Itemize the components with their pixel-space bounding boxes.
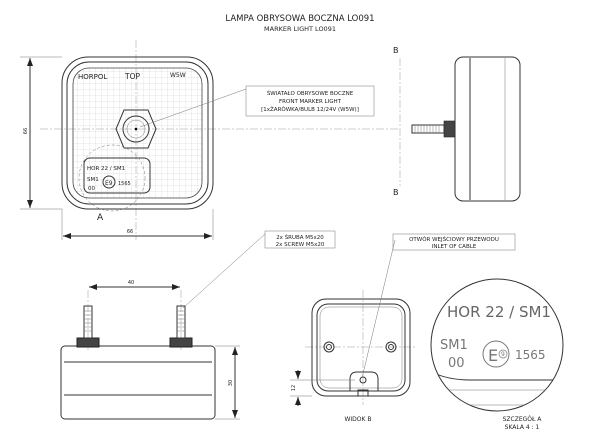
detail-plate-type: SM1 [440, 338, 468, 353]
screw-callout: 2x ŚRUBA M5x20 2x SCREW M5x20 [182, 230, 336, 309]
drawing-title: LAMPA OBRYSOWA BOCZNA LO091 [225, 14, 374, 24]
brand-mark: HORPOL [78, 73, 107, 81]
dim-body-height: 30 [228, 380, 234, 386]
plate-rev: 00 [88, 186, 95, 192]
detail-plate-code: HOR 22 / SM1 [447, 303, 551, 321]
detail-a-scale: SKALA 4 : 1 [505, 424, 540, 431]
cable-inlet [349, 371, 379, 391]
callout-text: INLET OF CABLE [432, 244, 477, 250]
dim-width-66: 66 [127, 229, 133, 235]
bottom-view: 40 30 [60, 280, 240, 420]
detail-a-label: SZCZEGÓŁ A [503, 416, 543, 423]
detail-approval-e: E [488, 346, 498, 365]
side-view: B B [393, 46, 521, 202]
callout-text: 2x SCREW M5x20 [276, 242, 325, 248]
detail-a: HOR 22 / SM1 SM1 00 E 9 1565 SZCZEGÓŁ A … [430, 278, 564, 431]
callout-text: [1xŻARÓWKA/BULB 12/24V (W5W)] [261, 106, 359, 113]
detail-approval-9: 9 [501, 351, 505, 358]
plate-number: 1565 [118, 181, 131, 187]
inlet-callout: OTWÓR WEJŚCIOWY PRZEWODU INLET OF CABLE [361, 233, 516, 379]
callout-text: ŚWIATAŁO OBRYSOWE BOCZNE [267, 90, 354, 97]
plate-approval: E9 [105, 180, 113, 187]
section-marker-top: B [393, 46, 399, 55]
bulb-mark: W5W [170, 72, 186, 79]
callout-text: 2x ŚRUBA M5x20 [276, 234, 324, 241]
plate-type: SM1 [87, 177, 99, 183]
detail-plate-rev: 00 [448, 356, 465, 371]
view-b: 12 WIDOK B [290, 290, 415, 423]
detail-plate-number: 1565 [515, 348, 546, 362]
bulb-nut-icon [115, 109, 157, 149]
callout-text: FRONT MARKER LIGHT [279, 99, 342, 105]
plate-code: HOR 22 / SM1 [87, 166, 125, 172]
dim-screw-spacing: 40 [128, 280, 134, 286]
dim-inlet-12: 12 [291, 385, 297, 391]
drawing-subtitle: MARKER LIGHT LO091 [264, 25, 336, 33]
detail-a-marker: A [97, 213, 104, 223]
approval-plate [83, 157, 151, 194]
front-view: HORPOL TOP W5W HOR 22 / SM1 SM1 00 E9 15… [20, 40, 400, 240]
section-marker-bottom: B [393, 188, 399, 197]
callout-text: OTWÓR WEJŚCIOWY PRZEWODU [409, 236, 499, 243]
view-b-label: WIDOK B [344, 416, 371, 423]
dim-height-66: 66 [23, 128, 29, 134]
light-callout: ŚWIATAŁO OBRYSOWE BOCZNE FRONT MARKER LI… [139, 85, 375, 128]
top-mark: TOP [124, 72, 140, 81]
